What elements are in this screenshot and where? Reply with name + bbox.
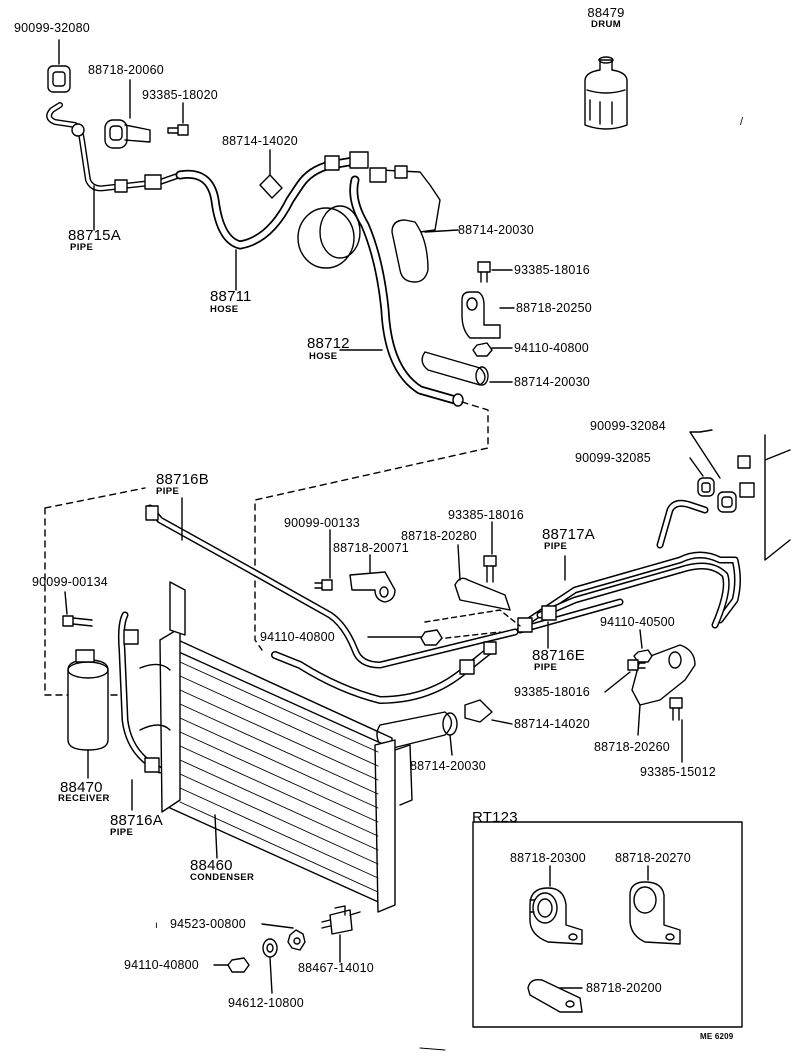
bolt-93385-18016-b: [483, 521, 497, 583]
bolt-90099-00133: [314, 529, 333, 591]
nut-94110-40800-a: [472, 342, 513, 357]
clip-88714-14020-top: [259, 149, 283, 199]
label-88712-sub: HOSE: [309, 351, 338, 362]
label-93385-15012: 93385-15012: [640, 765, 716, 779]
bracket-88467-14010: [321, 905, 361, 963]
drum-88479: [584, 56, 628, 130]
label-88716b: 88716B: [156, 471, 209, 488]
label-88714-20030-c: 88714-20030: [410, 759, 486, 773]
label-88715a: 88715A: [68, 227, 121, 244]
label-94110-40800-a: 94110-40800: [514, 341, 589, 355]
label-93385-18020: 93385-18020: [142, 88, 218, 102]
pipe-88716e: [516, 598, 624, 649]
bolt-93385-15012: [669, 697, 683, 763]
hose-lower: [271, 641, 497, 704]
label-88470: 88470: [60, 779, 103, 796]
grommet-90099-32080: [47, 39, 71, 93]
mark-bottom: [419, 1047, 446, 1051]
label-94612-10800: 94612-10800: [228, 996, 304, 1010]
label-94110-40800-b: 94110-40800: [260, 630, 335, 644]
label-90099-00133: 90099-00133: [284, 516, 360, 530]
bracket-88718-20250: [461, 291, 515, 339]
label-88718-20280: 88718-20280: [401, 529, 477, 543]
body-frame-edge: [764, 434, 791, 561]
label-88714-14020-mid: 88714-14020: [514, 717, 590, 731]
clamp-88718-20300: [529, 865, 583, 945]
label-88714-14020-top: 88714-14020: [222, 134, 298, 148]
label-90099-32084: 90099-32084: [590, 419, 666, 433]
sleeve-88714-20030-a: [391, 219, 459, 283]
inset-title: RT123: [472, 809, 518, 826]
nut-94110-40500: [633, 629, 653, 663]
bolt-90099-00134: [62, 591, 93, 627]
washer-94612-10800: [262, 938, 278, 994]
label-88714-20030-b: 88714-20030: [514, 375, 590, 389]
label-93385-18016-a: 93385-18016: [514, 263, 590, 277]
label-94523-00800: 94523-00800: [170, 917, 246, 931]
label-90099-32085: 90099-32085: [575, 451, 651, 465]
footer-code: ME 6209: [700, 1032, 734, 1041]
hose-88711: [175, 151, 369, 291]
pipe-88717a: [526, 499, 741, 629]
label-88479-sub: DRUM: [590, 19, 622, 30]
mark-slash: /: [740, 116, 744, 128]
label-93385-18016-b: 93385-18016: [448, 508, 524, 522]
label-88718-20260: 88718-20260: [594, 740, 670, 754]
condenser-88460: [139, 581, 413, 913]
label-90099-00134: 90099-00134: [32, 575, 108, 589]
label-93385-18016-c: 93385-18016: [514, 685, 590, 699]
grommet-90099-32085: [689, 457, 715, 497]
label-94110-40500: 94110-40500: [600, 615, 675, 629]
label-88716b-sub: PIPE: [156, 486, 180, 497]
label-88716a-sub: PIPE: [110, 827, 134, 838]
label-88718-20071: 88718-20071: [333, 541, 409, 555]
pipe-88716a: [117, 611, 164, 811]
label-88711-sub: HOSE: [210, 304, 239, 315]
clamp-88718-20200: [527, 978, 583, 1013]
label-88718-20250: 88718-20250: [516, 301, 592, 315]
label-88718-20200: 88718-20200: [586, 981, 662, 995]
label-88716a: 88716A: [110, 812, 163, 829]
label-88718-20060: 88718-20060: [88, 63, 164, 77]
label-88460: 88460: [190, 857, 233, 874]
label-88711: 88711: [210, 288, 252, 305]
bolt-93385-18020: [167, 102, 189, 136]
bracket-88718-20060: [104, 79, 151, 149]
label-94110-40800-c: 94110-40800: [124, 958, 199, 972]
label-88717a: 88717A: [542, 526, 595, 543]
label-88712: 88712: [307, 335, 350, 352]
label-88718-20300: 88718-20300: [510, 851, 586, 865]
label-88716e-sub: PIPE: [534, 662, 558, 673]
nut-94110-40800-c: [213, 957, 250, 973]
label-88714-20030-a: 88714-20030: [458, 223, 534, 237]
clip-88714-14020-mid: [464, 699, 513, 725]
label-88718-20270: 88718-20270: [615, 851, 691, 865]
nut-94110-40800-b: [367, 629, 443, 646]
label-88715a-sub: PIPE: [70, 242, 94, 253]
washer-94523-00800: [261, 923, 306, 951]
bolt-93385-18016-c: [604, 659, 646, 693]
dashed-leader-upper: [254, 401, 489, 651]
pipe-88715a: [46, 102, 183, 231]
pipe-88716b: [145, 497, 519, 669]
sleeve-88714-20030-b: [421, 351, 513, 386]
grommet-90099-32084: [689, 429, 737, 513]
bracket-88718-20071: [349, 554, 396, 603]
clamp-88718-20280: [454, 544, 511, 611]
label-88460-sub: CONDENSER: [190, 872, 255, 883]
inset-box: [472, 821, 743, 1028]
label-88716e: 88716E: [532, 647, 585, 664]
label-88467-14010: 88467-14010: [298, 961, 374, 975]
mark-tick: ı: [155, 920, 158, 931]
hose-88712: [339, 175, 464, 407]
bolt-93385-18016-a: [477, 261, 513, 283]
label-90099-32080: 90099-32080: [14, 21, 90, 35]
compressor-outline: [297, 165, 441, 269]
label-88717a-sub: PIPE: [544, 541, 568, 552]
clamp-88718-20270: [629, 865, 681, 945]
label-88470-sub: RECEIVER: [58, 793, 110, 804]
receiver-88470: [67, 649, 109, 779]
label-88479: 88479: [587, 5, 625, 20]
